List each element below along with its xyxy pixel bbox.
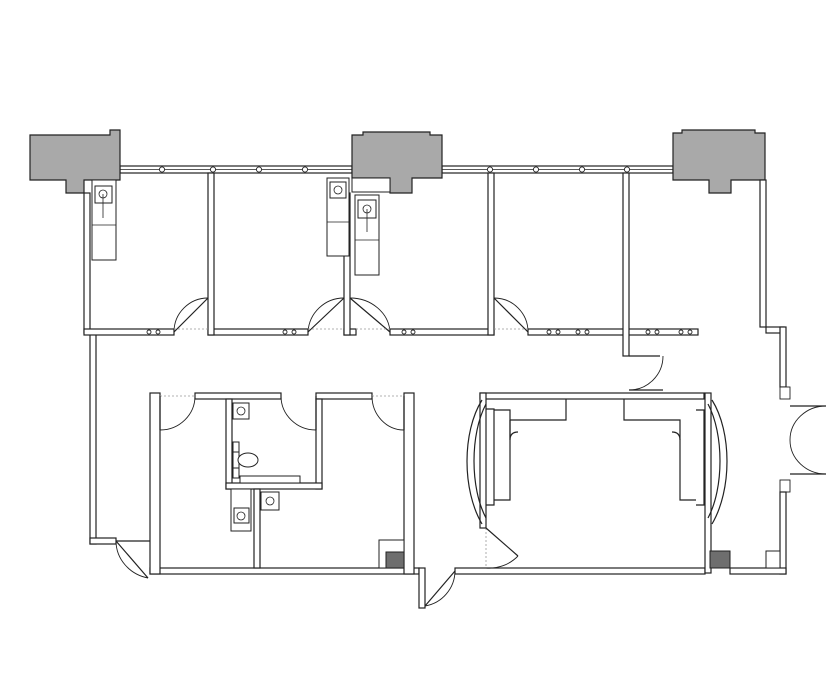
door-swing bbox=[371, 395, 405, 431]
office-row bbox=[83, 172, 699, 357]
sink-counter bbox=[351, 177, 391, 276]
toilet bbox=[232, 451, 259, 469]
exterior-walls bbox=[83, 179, 791, 575]
door-swing bbox=[280, 395, 317, 431]
door-swing bbox=[307, 297, 345, 333]
conference-room bbox=[466, 392, 781, 574]
structural-column-right bbox=[672, 129, 766, 194]
door-swing bbox=[159, 395, 196, 431]
sink-counter bbox=[230, 488, 280, 532]
structural-column-left bbox=[29, 129, 121, 194]
restroom-block bbox=[149, 392, 415, 575]
door-swing bbox=[628, 355, 664, 391]
door-swing[interactable] bbox=[418, 567, 456, 609]
door-swing bbox=[173, 297, 209, 333]
door-swing bbox=[349, 297, 391, 333]
sink-counter bbox=[91, 179, 117, 261]
door-swing bbox=[115, 540, 150, 579]
entry-double-door[interactable] bbox=[789, 405, 827, 475]
door-swing bbox=[493, 297, 529, 333]
sink-counter bbox=[326, 177, 350, 257]
restroom bbox=[232, 402, 301, 484]
window-mullions bbox=[158, 166, 631, 173]
